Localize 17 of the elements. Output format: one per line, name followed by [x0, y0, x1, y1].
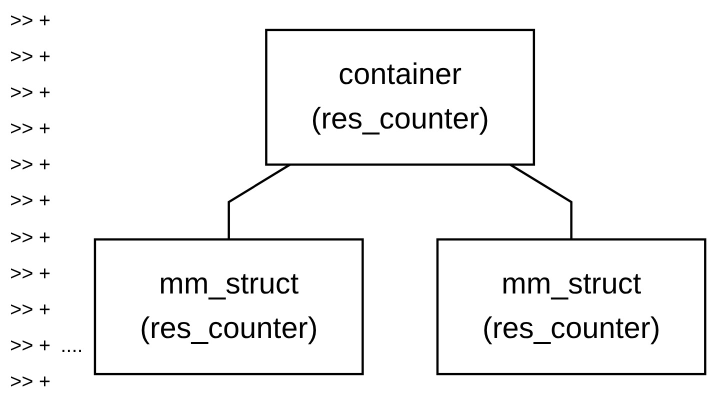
process-box: mm_struct (res_counter): [436, 238, 706, 376]
line-prefix: >> +: [10, 154, 51, 178]
ellipsis-text: ....: [60, 335, 83, 358]
line-prefix: >> +: [10, 334, 51, 358]
line-prefix: >> +: [10, 298, 51, 322]
connector-line: [509, 164, 572, 240]
process-box: container (res_counter): [264, 28, 535, 166]
line-prefix: >> +: [10, 190, 51, 214]
process-box: mm_struct (res_counter): [94, 238, 364, 376]
line-prefix: >> +: [10, 46, 51, 70]
line-prefix: >> +: [10, 370, 51, 394]
connector-line: [228, 164, 290, 240]
line-prefix: >> +: [10, 82, 51, 106]
line-prefix: >> +: [10, 262, 51, 286]
line-prefix: >> +: [10, 10, 51, 33]
line-prefix: >> +: [10, 118, 51, 142]
line-prefix: >> +: [10, 226, 51, 250]
